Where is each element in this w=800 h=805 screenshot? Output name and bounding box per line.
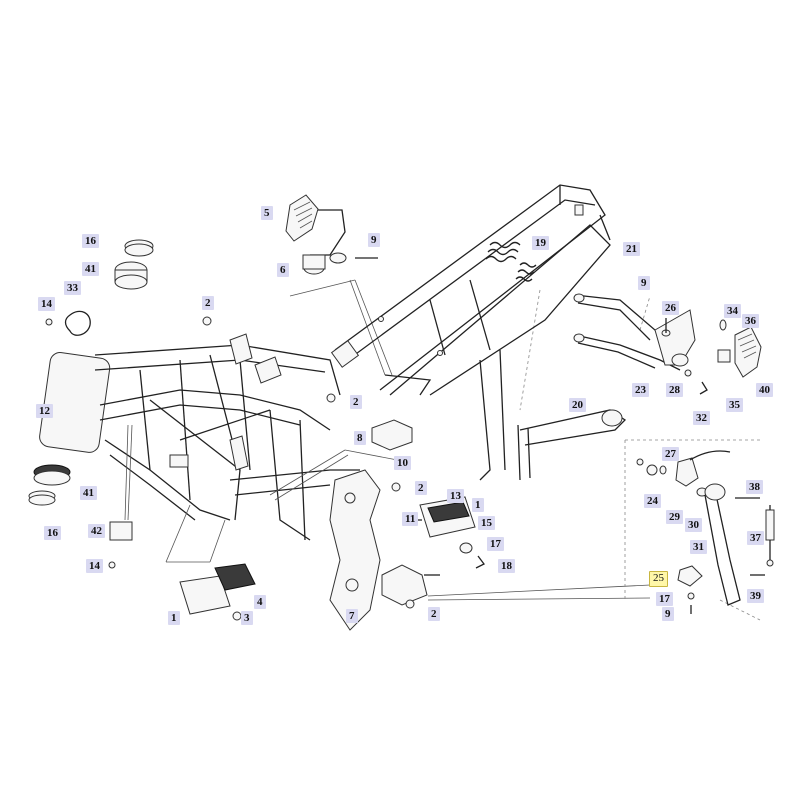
callout-2-mid[interactable]: 2 <box>350 395 362 409</box>
callout-5[interactable]: 5 <box>261 206 273 220</box>
callout-2-right[interactable]: 2 <box>415 481 427 495</box>
callout-25-highlighted[interactable]: 25 <box>649 571 668 587</box>
callout-26[interactable]: 26 <box>662 301 679 315</box>
callout-20[interactable]: 20 <box>569 398 586 412</box>
callout-23[interactable]: 23 <box>632 383 649 397</box>
callout-31[interactable]: 31 <box>690 540 707 554</box>
callout-33[interactable]: 33 <box>64 281 81 295</box>
callout-36[interactable]: 36 <box>742 314 759 328</box>
callout-34[interactable]: 34 <box>724 304 741 318</box>
callout-1-bot[interactable]: 1 <box>168 611 180 625</box>
main-frame <box>94 316 401 541</box>
callout-32[interactable]: 32 <box>693 411 710 425</box>
callout-41-top[interactable]: 41 <box>82 262 99 276</box>
callout-15[interactable]: 15 <box>478 516 495 530</box>
callout-6[interactable]: 6 <box>277 263 289 277</box>
callout-9-right[interactable]: 9 <box>638 276 650 290</box>
passenger-footpeg-top <box>285 194 378 275</box>
callout-41-bot[interactable]: 41 <box>80 486 97 500</box>
callout-1-mid[interactable]: 1 <box>472 498 484 512</box>
callout-29[interactable]: 29 <box>666 510 683 524</box>
callout-37[interactable]: 37 <box>747 531 764 545</box>
callout-39[interactable]: 39 <box>747 589 764 603</box>
rear-subframe <box>330 184 611 481</box>
callout-42[interactable]: 42 <box>88 524 105 538</box>
callout-11[interactable]: 11 <box>402 512 419 526</box>
callout-19[interactable]: 19 <box>532 236 549 250</box>
callout-2-bot[interactable]: 2 <box>428 607 440 621</box>
callout-10[interactable]: 10 <box>394 456 411 470</box>
callout-17-mid[interactable]: 17 <box>487 537 504 551</box>
callout-9-top[interactable]: 9 <box>368 233 380 247</box>
steering-head-parts <box>28 239 154 506</box>
callout-12[interactable]: 12 <box>36 404 53 418</box>
callout-3[interactable]: 3 <box>241 611 253 625</box>
callout-4[interactable]: 4 <box>254 595 266 609</box>
callout-14-top[interactable]: 14 <box>38 297 55 311</box>
callout-30[interactable]: 30 <box>685 518 702 532</box>
callout-18[interactable]: 18 <box>498 559 515 573</box>
callout-35[interactable]: 35 <box>726 398 743 412</box>
callout-16-bot[interactable]: 16 <box>44 526 61 540</box>
callout-2-top[interactable]: 2 <box>202 296 214 310</box>
callout-27[interactable]: 27 <box>662 447 679 461</box>
rear-brake-pedal-group <box>636 450 775 614</box>
callout-38[interactable]: 38 <box>746 480 763 494</box>
callout-8[interactable]: 8 <box>354 431 366 445</box>
callout-40[interactable]: 40 <box>756 383 773 397</box>
rider-footpeg-bracket <box>108 419 485 631</box>
callout-24[interactable]: 24 <box>644 494 661 508</box>
callout-21[interactable]: 21 <box>623 242 640 256</box>
callout-28[interactable]: 28 <box>666 383 683 397</box>
sidestand <box>517 409 627 481</box>
callout-9-bot[interactable]: 9 <box>662 607 674 621</box>
callout-13[interactable]: 13 <box>447 489 464 503</box>
callout-16-top[interactable]: 16 <box>82 234 99 248</box>
callout-14-bot[interactable]: 14 <box>86 559 103 573</box>
passenger-peg-bracket <box>573 293 762 395</box>
leader-lines <box>124 279 761 621</box>
callout-17-bot[interactable]: 17 <box>656 592 673 606</box>
callout-7[interactable]: 7 <box>346 609 358 623</box>
